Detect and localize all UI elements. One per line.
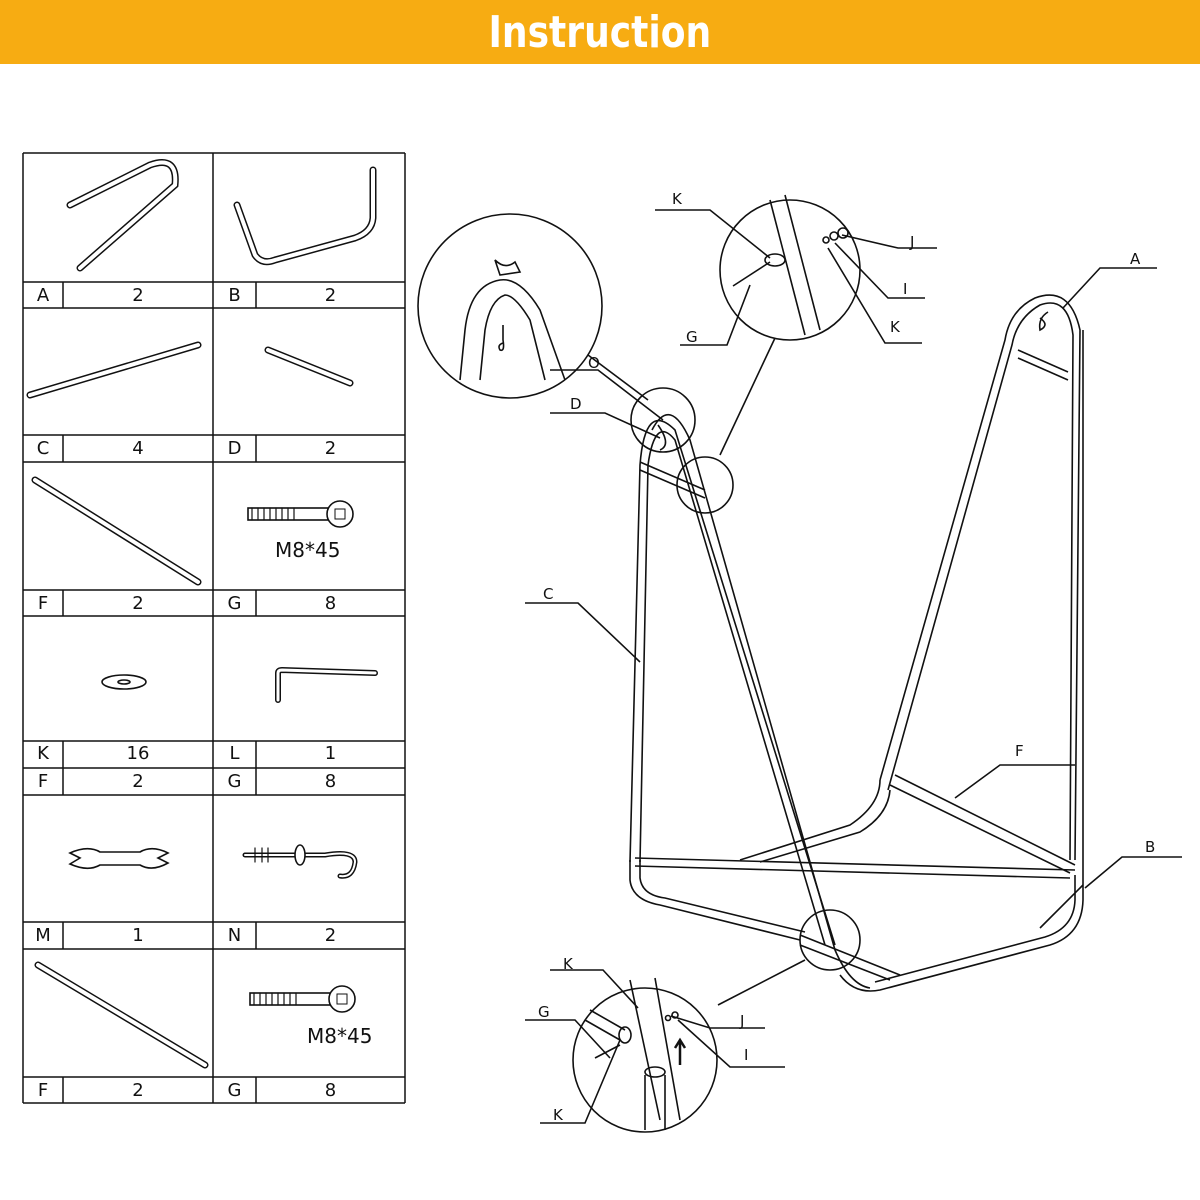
part-b-letter: B (228, 285, 241, 306)
part-k-qty: 16 (126, 743, 150, 764)
part-f-qty-2: 2 (132, 771, 144, 792)
title-banner: Instruction (0, 0, 1200, 64)
callout-b: B (1145, 838, 1156, 856)
callout-g-bottom: G (538, 1003, 550, 1021)
callout-k-top-2: K (890, 318, 900, 336)
part-a-letter: A (36, 285, 50, 306)
part-g-size-2: M8*45 (307, 1024, 373, 1048)
callout-i-top: I (903, 280, 908, 298)
part-d-qty: 2 (324, 438, 337, 459)
callout-f: F (1015, 742, 1024, 760)
page-title: Instruction (488, 6, 712, 58)
part-g2-bolt-icon (249, 985, 356, 1013)
callout-k-bottom: K (563, 955, 573, 973)
callout-a: A (1130, 250, 1141, 268)
part-g-size: M8*45 (275, 538, 341, 562)
part-d-letter: D (227, 438, 242, 459)
callout-d: D (570, 395, 582, 413)
callout-g-top: G (686, 328, 698, 346)
part-f-letter-3: F (37, 1080, 49, 1101)
callout-c: C (543, 585, 554, 603)
part-k-washer-icon (101, 674, 147, 690)
callout-j-top: J (910, 233, 915, 251)
part-m-wrench-icon (68, 847, 170, 870)
part-b-drawing (233, 166, 377, 266)
part-n-letter: N (227, 925, 242, 946)
part-f-letter: F (37, 593, 49, 614)
callout-o: O (588, 354, 600, 372)
part-f-qty-3: 2 (132, 1080, 144, 1101)
part-g-letter: G (227, 593, 242, 614)
part-f-qty: 2 (132, 593, 144, 614)
part-g-qty-3: 8 (324, 1080, 337, 1101)
part-m-qty: 1 (132, 925, 144, 946)
part-g-letter-2: G (227, 771, 242, 792)
part-g-letter-3: G (227, 1080, 242, 1101)
part-l-allen-key-icon (275, 666, 378, 703)
part-l-qty: 1 (324, 743, 337, 764)
callout-j-bottom: J (740, 1012, 745, 1030)
part-k-letter: K (37, 743, 49, 764)
part-l-letter: L (229, 743, 240, 764)
part-c-qty: 4 (132, 438, 144, 459)
part-b-qty: 2 (324, 285, 337, 306)
callout-k-bottom-2: K (553, 1106, 563, 1124)
part-f-letter-2: F (37, 771, 49, 792)
part-c-letter: C (36, 438, 50, 459)
part-m-letter: M (35, 925, 51, 946)
part-g-qty-2: 8 (324, 771, 337, 792)
callout-k-top: K (672, 190, 682, 208)
part-g-qty: 8 (324, 593, 337, 614)
assembly-drawing (417, 194, 1182, 1133)
part-a-qty: 2 (132, 285, 144, 306)
part-n-qty: 2 (324, 925, 337, 946)
callout-i-bottom: I (744, 1046, 749, 1064)
part-n-hook-icon (242, 844, 358, 879)
part-g-bolt-icon (247, 500, 354, 528)
